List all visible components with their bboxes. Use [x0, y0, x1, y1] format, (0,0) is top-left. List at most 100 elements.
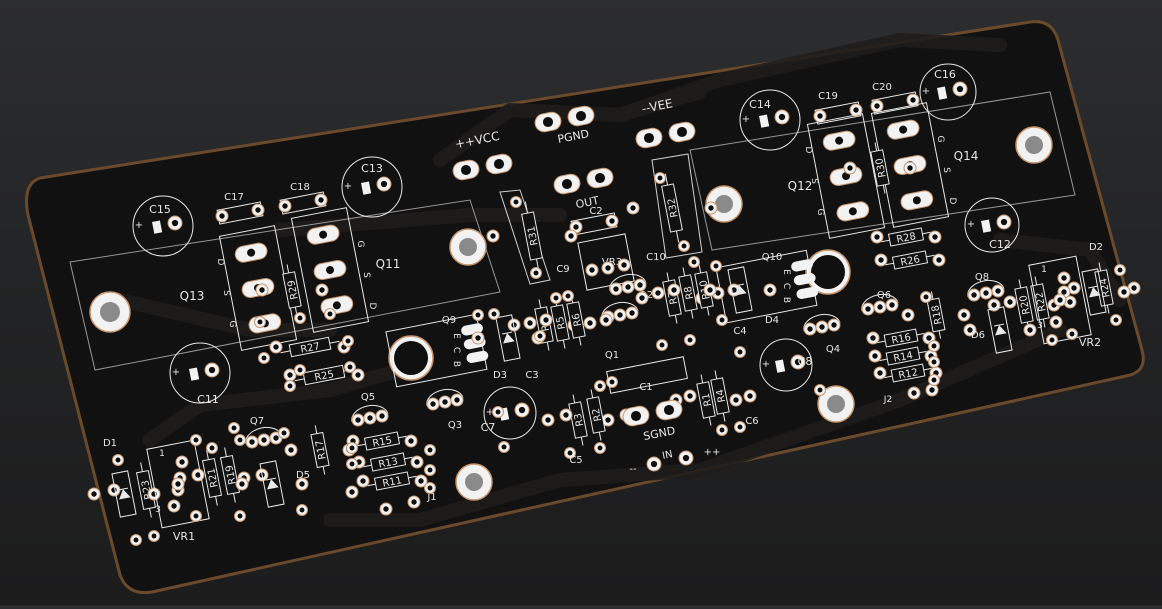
cap-pad-square — [152, 220, 163, 234]
drill-hole — [408, 438, 414, 444]
electrolytic-capacitor-outline — [341, 156, 403, 218]
resistor-body — [662, 279, 682, 317]
drill-hole — [594, 172, 606, 184]
j2-label: J2 — [883, 395, 892, 405]
drill-hole — [650, 460, 658, 468]
drill-hole — [923, 294, 929, 300]
drill-hole — [835, 136, 844, 145]
drill-hole — [1053, 319, 1059, 325]
drill-hole — [209, 445, 215, 451]
drill-hole — [287, 372, 293, 378]
resistor: R22 — [1030, 276, 1050, 328]
cap-pad-square — [775, 359, 786, 373]
resistor-label: R14 — [893, 350, 914, 365]
resistor-label: R11 — [382, 475, 403, 490]
drill-hole — [663, 404, 675, 416]
pin-label: G — [935, 136, 945, 143]
drill-hole — [961, 312, 967, 318]
vee-label: --VEE — [641, 96, 674, 116]
resistor-body — [521, 211, 543, 261]
diode-body — [987, 306, 1013, 354]
drill-hole — [193, 513, 199, 519]
drill-hole — [414, 459, 420, 465]
transistor-pad — [791, 259, 813, 272]
drill-hole — [676, 126, 688, 138]
drill-hole — [637, 282, 643, 288]
resistor-label: R8 — [683, 285, 696, 300]
cap-pad-square — [189, 367, 200, 381]
drill-hole — [747, 393, 753, 399]
drill-hole — [687, 337, 693, 343]
drill-hole — [1049, 337, 1055, 343]
resistor-label: R25 — [314, 369, 335, 384]
capacitor-label: C6 — [745, 416, 758, 427]
drill-hole — [259, 287, 265, 293]
diode — [1081, 268, 1107, 316]
resistor: R11 — [367, 471, 417, 491]
drill-hole — [597, 383, 603, 389]
resistor: R13 — [363, 452, 413, 472]
drill-hole — [273, 344, 279, 350]
resistor-body — [710, 377, 730, 415]
resistor: R17 — [310, 425, 330, 475]
drill-hole — [931, 343, 937, 349]
drill-hole — [877, 304, 883, 310]
resistor-label: R17 — [314, 439, 329, 460]
drill-hole — [542, 116, 554, 128]
diode-symbol — [118, 487, 131, 500]
drill-hole — [767, 287, 773, 293]
drill-hole — [713, 263, 719, 269]
drill-hole — [932, 234, 938, 240]
resistor-label: R29 — [286, 279, 301, 300]
drill-hole — [971, 292, 977, 298]
drill-hole — [273, 435, 279, 441]
diode-symbol — [502, 331, 515, 344]
transistor-label: Q5 — [361, 392, 375, 403]
pin-number: 1 — [159, 449, 165, 459]
drill-hole — [427, 447, 433, 453]
drill-hole — [605, 265, 611, 271]
sgnd-label: SGND — [642, 424, 676, 443]
drill-hole — [794, 358, 802, 366]
drill-hole — [249, 439, 255, 445]
in-minus-label: -- — [629, 464, 637, 475]
electrolytic-capacitor-outline — [483, 386, 537, 440]
resistor-label: R12 — [898, 367, 919, 382]
q9-tab-hole — [394, 341, 428, 375]
heatsink-outline-right — [689, 91, 1076, 251]
transistor-label: Q12 — [788, 179, 813, 193]
electrolytic-capacitor-outline — [739, 89, 801, 151]
resistor: R31 — [521, 201, 543, 271]
electrolytic-capacitor-outline — [169, 342, 231, 404]
drill-hole — [475, 335, 481, 341]
drill-hole — [878, 257, 884, 263]
trimmer-outline — [1028, 255, 1092, 345]
j1-label: J1 — [426, 492, 436, 503]
drill-hole — [219, 213, 225, 219]
transistor-label: Q3 — [448, 420, 462, 431]
capacitor-label: C8 — [798, 355, 813, 368]
drill-hole — [151, 533, 157, 539]
resistor-body — [550, 304, 570, 342]
resistor-body — [288, 336, 332, 358]
drill-hole — [817, 113, 823, 119]
resistor: R29 — [282, 264, 302, 316]
resistor-label: R15 — [372, 435, 393, 450]
drill-hole — [715, 290, 721, 296]
capacitor-label: C7 — [481, 421, 496, 434]
resistor-label: R5 — [555, 315, 568, 330]
transistor-label: Q14 — [954, 149, 979, 163]
drill-hole — [1007, 299, 1013, 305]
drill-hole — [411, 499, 417, 505]
drill-hole — [719, 317, 725, 323]
drill-hole — [625, 284, 631, 290]
resistor: R19 — [219, 447, 241, 503]
q10-tab-hole — [811, 255, 845, 289]
drill-hole — [643, 132, 655, 144]
drill-hole — [707, 287, 713, 293]
pin-label: B — [781, 297, 791, 303]
drill-hole — [1027, 327, 1033, 333]
pgnd-label: PGND — [556, 127, 590, 146]
